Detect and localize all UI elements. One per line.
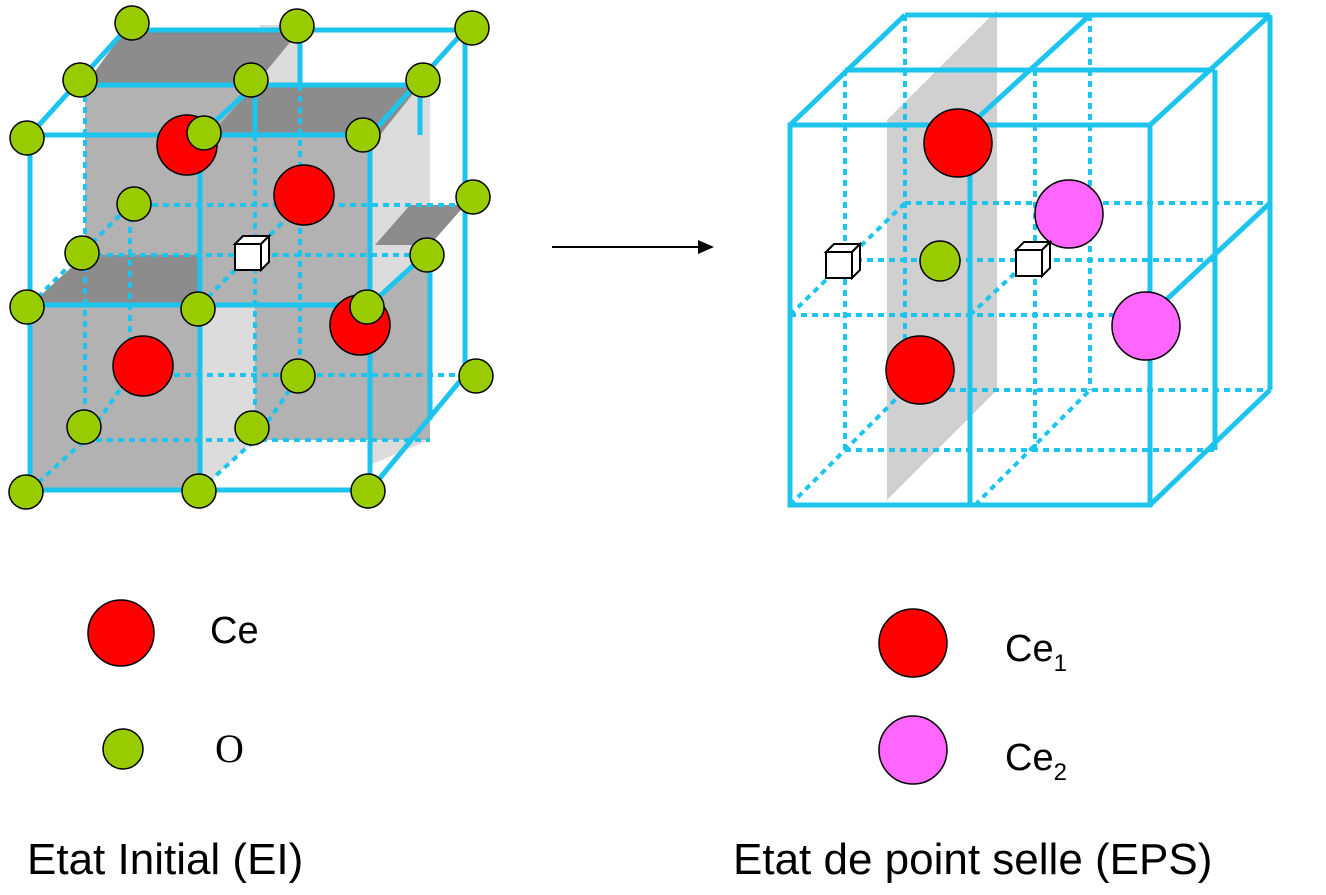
oxygen-atom [345,117,381,153]
ce2-atom [1111,291,1181,361]
oxygen-atom [280,358,316,394]
legend-o-marker [102,728,144,770]
legend-ce-marker [87,599,155,667]
oxygen-atom [405,62,441,98]
oxygen-atom [64,235,100,271]
initial-state-structure [8,5,494,510]
legend-ce2-base: Ce [1005,737,1054,779]
oxygen-atom [9,289,45,325]
oxygen-atom [350,473,386,509]
oxygen-atom [62,62,98,98]
legend-ce-label: Ce [210,610,259,652]
ce-atom [273,164,335,226]
oxygen-atom [279,8,315,44]
legend-o-label: O [215,726,244,771]
oxygen-atom [233,62,269,98]
legend-ce1-subscript: 1 [1053,650,1067,677]
legend-ce2-subscript: 2 [1053,759,1067,786]
lattice-lines [787,12,1273,508]
oxygen-atom [180,291,216,327]
oxygen-atom [181,473,217,509]
oxygen-atom [9,120,45,156]
legend-markers [87,599,948,785]
oxygen-atoms [8,5,494,510]
legend-ce1-marker [878,608,948,678]
oxygen-atom [234,410,270,446]
caption-initial-state: Etat Initial (EI) [27,835,304,884]
oxygen-atom [8,474,44,510]
oxygen-atom [458,358,494,394]
legend-ce1-label: Ce1 [1005,628,1067,677]
legend-ce1-base: Ce [1005,628,1054,670]
vacancy-cube-icon [234,235,270,271]
oxygen-atom [455,179,491,215]
oxygen-atom [409,237,445,273]
legend-ce2-marker [878,715,948,785]
ce2-atom [1034,179,1104,249]
ce-atom [112,335,174,397]
oxygen-atom [186,115,222,151]
oxygen-atom [454,10,490,46]
oxygen-atom [114,5,150,41]
right-arrow-icon [552,240,714,254]
ce1-atom [923,108,993,178]
ce1-atom [885,335,955,405]
caption-saddle-point: Etat de point selle (EPS) [733,835,1213,884]
vacancy-cube-icon [1015,241,1051,277]
saddle-point-structure [787,10,1273,508]
oxygen-atom [66,409,102,445]
oxygen-atom [116,186,152,222]
oxygen-atom [919,240,961,282]
vacancy-cube-icon [825,243,861,279]
oxygen-atom [349,289,385,325]
legend-ce2-label: Ce2 [1005,737,1067,786]
